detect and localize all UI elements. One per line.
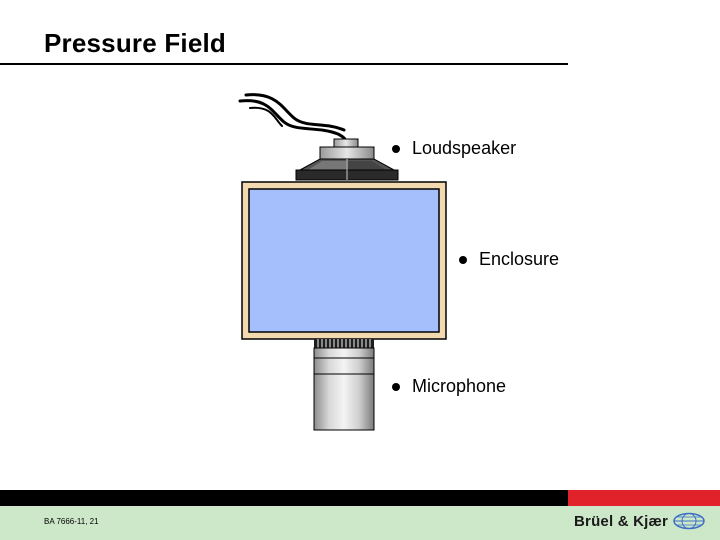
bullet-icon bbox=[459, 255, 467, 264]
bullet-icon bbox=[392, 144, 400, 153]
loudspeaker bbox=[295, 138, 399, 181]
loudspeaker-label: Loudspeaker bbox=[392, 138, 516, 159]
loudspeaker-label-text: Loudspeaker bbox=[412, 138, 517, 158]
enclosure-label: Enclosure bbox=[459, 249, 559, 270]
microphone-label: Microphone bbox=[392, 376, 506, 397]
enclosure bbox=[241, 181, 447, 340]
footer-band bbox=[0, 506, 720, 540]
footer-bar-black bbox=[0, 490, 568, 506]
title-underline bbox=[0, 63, 568, 65]
microphone-label-text: Microphone bbox=[412, 376, 507, 396]
brand-logo: Brüel & Kjær bbox=[574, 512, 706, 530]
globe-icon bbox=[673, 512, 705, 530]
footer-bar-red bbox=[568, 490, 720, 506]
loudspeaker-cable bbox=[238, 93, 348, 144]
document-code: BA 7666-11, 21 bbox=[44, 517, 99, 526]
brand-name: Brüel & Kjær bbox=[574, 512, 669, 530]
microphone bbox=[313, 339, 375, 431]
enclosure-label-text: Enclosure bbox=[479, 249, 560, 269]
page-title: Pressure Field bbox=[44, 28, 226, 58]
bullet-icon bbox=[392, 382, 400, 391]
